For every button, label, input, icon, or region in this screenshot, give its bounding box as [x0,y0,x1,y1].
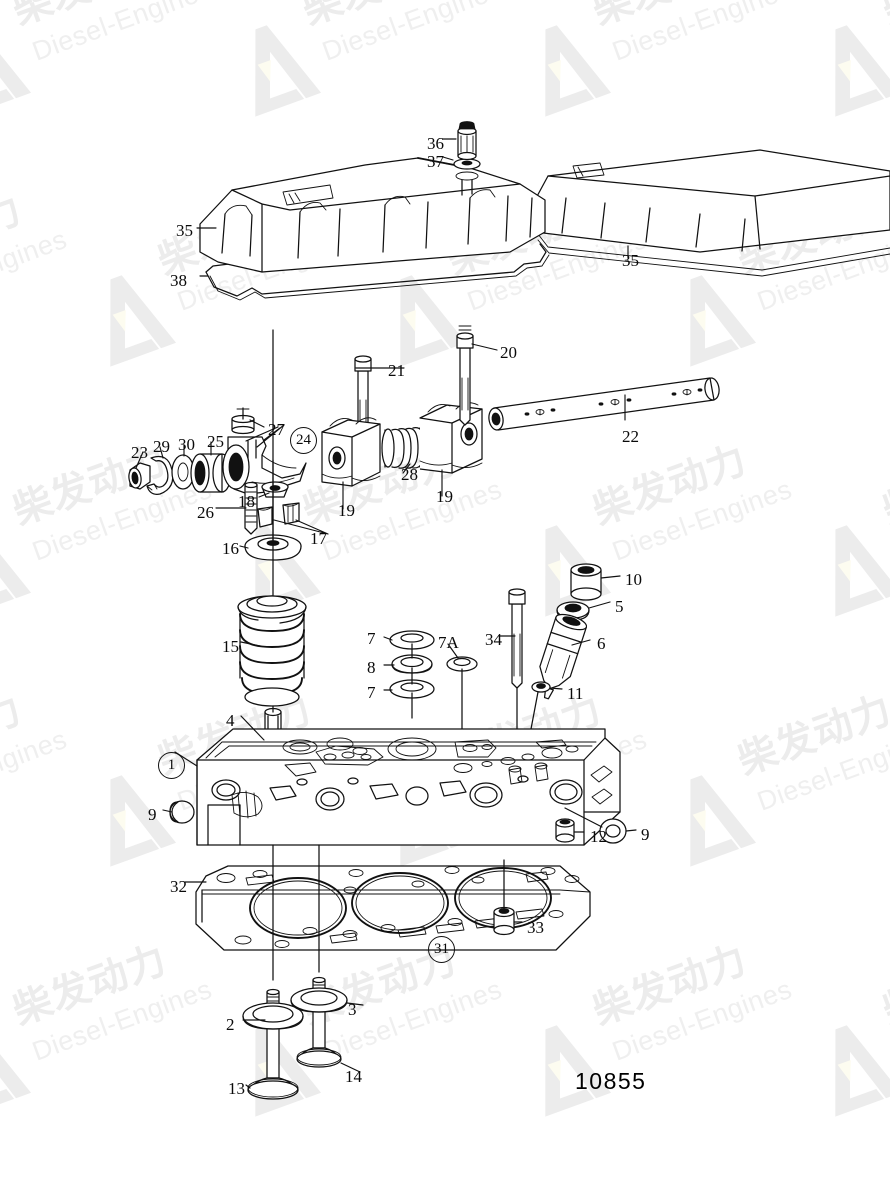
callout-core-plug-right: 9 [641,825,650,844]
callout-spacer-spring: 25 [207,432,224,451]
callout-valve-cover-left: 35 [176,221,193,240]
callout-circlip: 29 [153,437,170,456]
callout-valve-seat-insert-exhaust: 3 [348,1000,357,1019]
callout-exhaust-valve: 14 [345,1067,362,1086]
callout-oil-filler-cap: 36 [427,134,444,153]
cylinder-head-group [169,728,627,846]
callout-filler-cap-seal: 37 [427,152,444,171]
callout-dowel-plug: 33 [527,918,544,937]
drawing-number: 10855 [575,1068,647,1094]
callout-rocker-shaft-spring: 28 [401,465,418,484]
callout-rocker-bracket-left: 19 [338,501,355,520]
callout-spring-seat-washer: 16 [222,539,239,558]
callout-injector: 6 [597,634,606,653]
callout-washer-upper: 7 [367,629,376,648]
callout-valve-cotters: 17 [310,529,327,548]
callout-thrust-washer: 30 [178,435,195,454]
callout-washer-lower: 7 [367,683,376,702]
callout-bracket-bolt: 21 [388,361,405,380]
callout-cylinder-head-gasket: 32 [170,877,187,896]
callout-core-plug-left: 9 [148,805,157,824]
callout-rocker-bracket-right: 19 [436,487,453,506]
callout-injector-sleeve-cap: 10 [625,570,642,589]
callout-head-gasket-assembly: 31 [428,936,455,963]
callout-valve-spring-retainer: 18 [238,492,255,511]
head-bolt-group [508,588,526,761]
callout-valve-spring: 15 [222,637,239,656]
callout-rocker-arm: 24 [290,427,317,454]
callout-washer-7a: 7A [438,633,459,652]
callout-rocker-shaft: 22 [622,427,639,446]
callout-cylinder-head-bolt: 34 [485,630,502,649]
callout-cylinder-head: 1 [158,752,185,779]
callout-adjusting-screw: 26 [197,503,214,522]
callout-lock-nut: 27 [268,420,285,439]
callout-plug: 12 [590,827,607,846]
rocker-shaft [488,377,720,431]
callout-injector-nozzle-washer: 11 [567,684,584,703]
callout-intake-valve: 13 [228,1079,245,1098]
callout-valve-guide: 4 [226,711,235,730]
washers-group [389,630,478,761]
callout-seal-ring: 8 [367,658,376,677]
valve-cover-left-group [199,121,550,301]
callout-valve-seat-insert-intake: 2 [226,1015,235,1034]
head-gasket-group [195,859,591,951]
callout-rocker-shaft-bolt: 20 [500,343,517,362]
valves-group [242,844,348,1100]
callout-injector-seal-washer: 5 [615,597,624,616]
callout-valve-cover-right: 35 [622,251,639,270]
valve-cover-right-group [534,149,890,277]
callout-rocker-bushing: 23 [131,443,148,462]
callout-valve-cover-gasket: 38 [170,271,187,290]
